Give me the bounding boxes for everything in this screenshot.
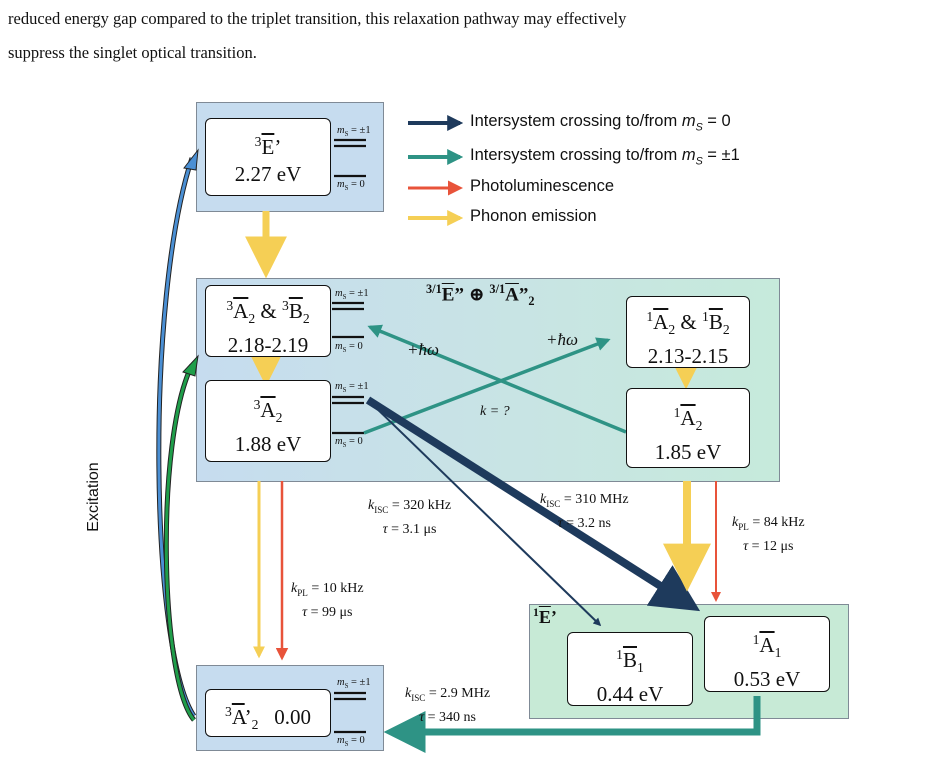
excitation-arrow-blue-fill — [157, 157, 196, 717]
isc-arrow-to-singlet — [363, 337, 611, 435]
phonon-energy-label: +ħω — [407, 340, 439, 359]
group-label-middle: 3/1E” ⊕ 3/1A”2 — [426, 282, 535, 309]
ms-label-pm: mS = ±1 — [335, 381, 369, 395]
ms-label-zero: mS = 0 — [335, 436, 363, 450]
phonon-energy-label: +ħω — [546, 330, 578, 349]
ms-label-zero: mS = 0 — [337, 179, 365, 193]
unknown-rate-label: k = ? — [480, 404, 510, 419]
isc-arrow-to-1A1 — [365, 396, 701, 612]
legend-label-isc-zero: Intersystem crossing to/from mS = 0 — [470, 112, 731, 134]
rate-label-isc-29: kISC = 2.9 MHz τ = 340 ns — [405, 686, 491, 725]
excitation-arrow-green-fill — [164, 364, 196, 721]
ms-label-pm: mS = ±1 — [335, 288, 369, 302]
state-3A2-3B2: 3A2 & 3B2 2.18-2.19 — [205, 285, 331, 357]
group-label-1E-prime: 1E’ — [533, 606, 557, 627]
state-1A2: 1A2 1.85 eV — [626, 388, 750, 468]
state-3E-prime: 3E’ 2.27 eV — [205, 118, 331, 196]
ms-label-pm: mS = ±1 — [337, 125, 371, 139]
legend-label-phonon: Phonon emission — [470, 207, 597, 225]
ms-label-zero: mS = 0 — [337, 735, 365, 749]
legend-label-isc-pm: Intersystem crossing to/from mS = ±1 — [470, 146, 740, 168]
rate-label-pl-84: kPL = 84 kHz τ = 12 μs — [732, 515, 805, 554]
excitation-arrow-green — [163, 363, 196, 722]
isc-arrow-to-ground — [383, 696, 761, 753]
state-1A2-1B2: 1A2 & 1B2 2.13-2.15 — [626, 296, 750, 368]
paragraph-line-1: reduced energy gap compared to the tripl… — [8, 9, 627, 28]
rate-label-pl-10: kPL = 10 kHz τ = 99 μs — [291, 581, 364, 620]
rate-label-isc-320: kISC = 320 kHz τ = 3.1 μs — [368, 498, 452, 537]
paragraph-line-2: suppress the singlet optical transition. — [8, 43, 257, 62]
state-1A1: 1A1 0.53 eV — [704, 616, 830, 692]
state-1B1: 1B1 0.44 eV — [567, 632, 693, 706]
ms-label-pm: mS = ±1 — [337, 677, 371, 691]
legend-label-pl: Photoluminescence — [470, 177, 615, 195]
rate-label-isc-310: kISC = 310 MHz τ = 3.2 ns — [540, 492, 629, 531]
isc-arrow-to-triplet — [367, 324, 627, 434]
state-ground-3A2-prime: 3A’2 0.00 — [205, 689, 331, 737]
excitation-head-blue — [183, 148, 199, 171]
excitation-head-green — [182, 354, 199, 377]
ms-label-zero: mS = 0 — [335, 341, 363, 355]
excitation-arrow-blue — [156, 157, 197, 718]
isc-arrow-to-1B1 — [369, 401, 602, 627]
state-3A2: 3A2 1.88 eV — [205, 380, 331, 462]
excitation-label: Excitation — [85, 462, 102, 532]
